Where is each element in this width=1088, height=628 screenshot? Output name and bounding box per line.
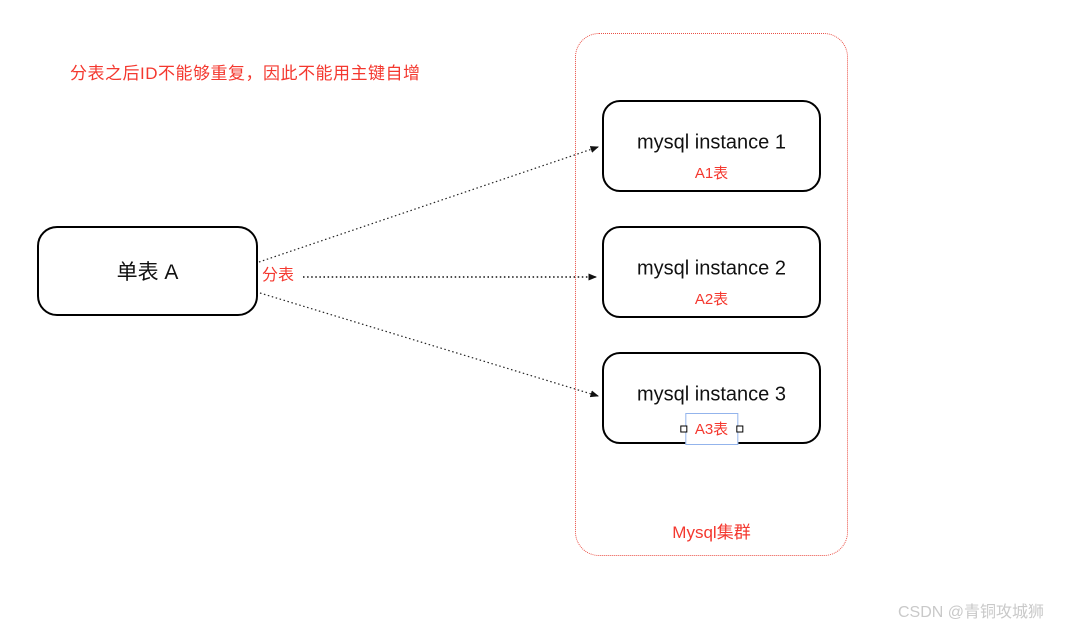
instance-name: mysql instance 3 — [637, 383, 786, 406]
mysql-cluster-container[interactable]: mysql instance 1 A1表 mysql instance 2 A2… — [575, 33, 848, 556]
connector-to-instance-3[interactable] — [259, 292, 599, 398]
instance-table-label: A1表 — [694, 165, 729, 182]
source-table-node[interactable]: 单表 A — [37, 226, 258, 316]
mysql-instance-2-node[interactable]: mysql instance 2 A2表 — [602, 226, 821, 318]
selection-handle-left[interactable] — [679, 425, 687, 433]
instance-name: mysql instance 1 — [637, 131, 786, 154]
watermark-text: CSDN @青铜攻城狮 — [898, 604, 1045, 621]
instance-name: mysql instance 2 — [637, 257, 786, 280]
selection-handle-right[interactable] — [736, 425, 744, 433]
split-action-label[interactable]: 分表 — [262, 267, 295, 284]
instance-table-label: A2表 — [694, 291, 729, 308]
mysql-instance-3-node[interactable]: mysql instance 3 A3表 — [602, 352, 821, 445]
cluster-label: Mysql集群 — [672, 523, 751, 542]
mysql-instance-1-node[interactable]: mysql instance 1 A1表 — [602, 100, 821, 192]
instance-table-label: A3表 — [694, 421, 729, 438]
selected-table-label-box[interactable]: A3表 — [679, 413, 744, 445]
source-table-label: 单表 A — [116, 261, 179, 284]
note-text: 分表之后ID不能够重复，因此不能用主键自增 — [70, 64, 421, 83]
connector-to-instance-1[interactable] — [258, 146, 599, 263]
